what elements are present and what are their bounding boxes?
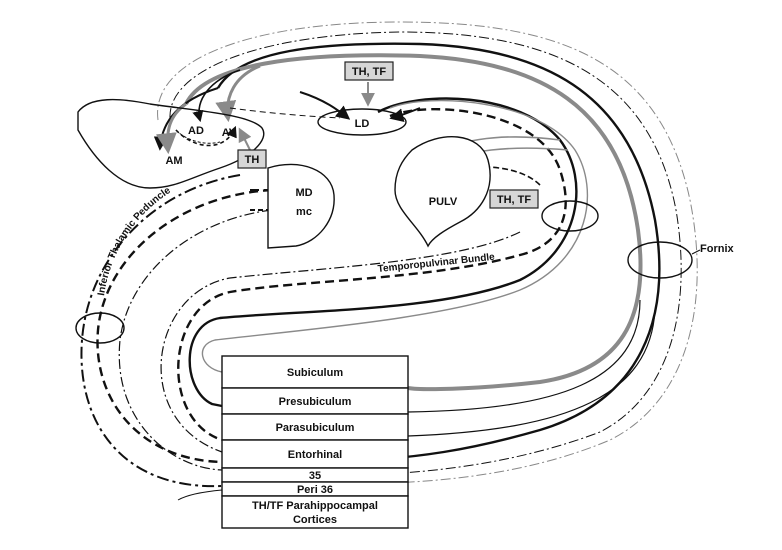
pulv-outline (394, 136, 491, 248)
outer-dashdot-loop (157, 21, 698, 485)
arrow-to-ld-right (389, 107, 421, 123)
itp-dashdot-outer (80, 174, 241, 488)
label-mc: mc (296, 206, 312, 218)
outer-dashdot-loop-2 (169, 31, 682, 477)
fornix-gray-loop (184, 53, 643, 392)
label-ad: AD (188, 125, 204, 137)
region-35: 35 (309, 470, 321, 482)
arrow-to-av (215, 64, 261, 123)
tag-box-th-tf-top (344, 61, 394, 81)
label-inferior-thalamic-peduncle: Inferior Thalamic Peduncle (96, 185, 173, 297)
arrow-th-to-av (238, 127, 252, 151)
fornix-black-loop (216, 42, 661, 464)
label-pulv: PULV (429, 196, 458, 208)
tag-box-th (237, 149, 267, 169)
arrow-to-ld-left (299, 91, 351, 120)
fornix-ellipse (627, 241, 693, 279)
fornix-thin-to-cortex (407, 299, 641, 413)
arrow-to-ad (192, 69, 241, 123)
label-fornix: Fornix (700, 243, 734, 255)
ld-dashed-thin (229, 107, 341, 119)
region-presubiculum: Presubiculum (279, 396, 352, 408)
region-peri-36: Peri 36 (297, 484, 333, 496)
arrow-to-am-gray (155, 102, 187, 155)
ld-outline (317, 108, 407, 136)
tag-th-tf-right: TH, TF (497, 194, 531, 206)
itp-ellipse (75, 312, 125, 344)
itp-dashdot-to-mc (118, 209, 273, 471)
tag-th-tf-top: TH, TF (352, 66, 386, 78)
cortex-exit-line (177, 489, 223, 501)
itp-dashed-to-md (96, 188, 273, 464)
region-th-tf-parahippocampal: TH/TF Parahippocampal (252, 500, 378, 512)
tag-box-th-tf-right (489, 189, 539, 209)
inner-dashdot-loop (160, 231, 521, 453)
label-ld: LD (355, 118, 370, 130)
temporopulvinar-ellipse (541, 200, 599, 232)
fornix-leader (691, 249, 701, 255)
inner-black-loop (188, 97, 578, 408)
label-temporopulvinar-bundle: Temporopulvinar Bundle (377, 252, 496, 275)
region-entorhinal: Entorhinal (288, 449, 342, 461)
inner-dashed-loop (177, 108, 567, 442)
label-am: AM (165, 155, 182, 167)
label-md: MD (295, 187, 312, 199)
region-parasubiculum: Parasubiculum (276, 422, 355, 434)
fornix-thin-to-cortex-2 (407, 309, 656, 437)
label-av: AV (222, 127, 237, 139)
region-subiculum: Subiculum (287, 367, 343, 379)
cortical-region-stack (221, 355, 409, 529)
arrow-to-ad-dashed (175, 125, 237, 147)
inner-gray-loop (201, 99, 588, 373)
tag-th: TH (245, 154, 260, 166)
ad-av-divider (175, 129, 221, 144)
md-outline (267, 163, 335, 249)
region-cortices: Cortices (293, 514, 337, 526)
